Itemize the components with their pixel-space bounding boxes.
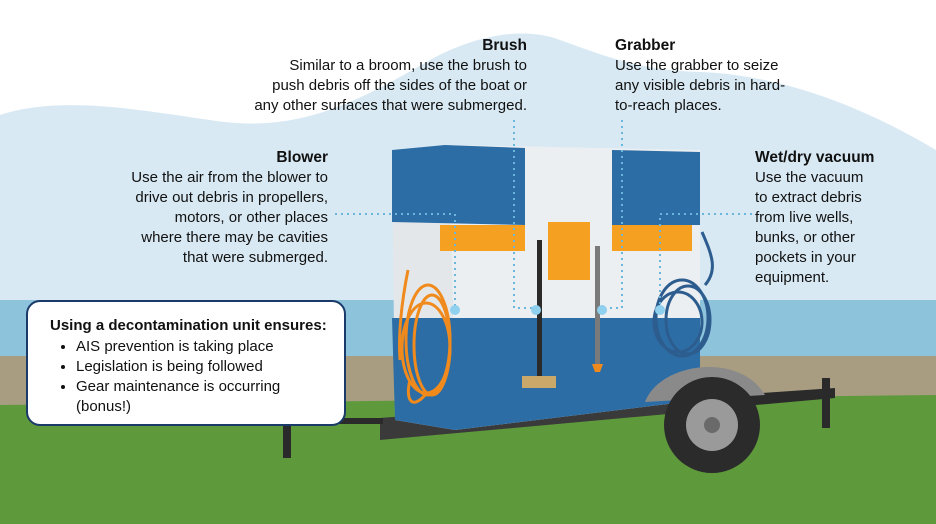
wheel-icon <box>664 377 760 473</box>
callout-vacuum-line: to extract debris <box>755 189 862 206</box>
list-item: Legislation is being followed <box>76 357 330 377</box>
callout-blower-line: drive out debris in propellers, <box>135 189 328 206</box>
dot-brush <box>531 305 541 315</box>
leader-vacuum <box>659 213 752 308</box>
callout-blower-line: where there may be cavities <box>141 229 328 246</box>
leader-brush <box>513 120 536 309</box>
info-box-title: Using a decontamination unit ensures: <box>50 317 327 334</box>
callout-brush-title: Brush <box>482 37 527 54</box>
orange-strip-left <box>440 225 525 251</box>
info-box-list: AIS prevention is taking place Legislati… <box>50 337 330 417</box>
callout-blower-line: Use the air from the blower to <box>131 169 328 186</box>
callout-vacuum-title: Wet/dry vacuum <box>755 149 875 166</box>
callout-brush: Brush Similar to a broom, use the brush … <box>200 36 527 116</box>
orange-strip-right <box>612 225 692 251</box>
callout-blower-title: Blower <box>276 149 328 166</box>
dot-grabber <box>597 305 607 315</box>
dot-blower <box>450 305 460 315</box>
upper-door-left <box>392 145 525 225</box>
list-item: AIS prevention is taking place <box>76 337 330 357</box>
lower-blue-band <box>392 318 700 430</box>
callout-grabber-line: Use the grabber to seize <box>615 57 779 74</box>
callout-blower: Blower Use the air from the blower to dr… <box>90 148 328 268</box>
rear-stand <box>283 418 291 458</box>
callout-vacuum-line: Use the vacuum <box>755 169 864 186</box>
orange-panel-center <box>548 222 590 280</box>
callout-vacuum-line: bunks, or other <box>755 229 856 246</box>
callout-blower-line: motors, or other places <box>174 209 328 226</box>
callout-brush-line: push debris off the sides of the boat or <box>272 77 527 94</box>
callout-grabber-line: any visible debris in hard- <box>615 77 786 94</box>
tongue-jack <box>822 378 830 428</box>
dot-vacuum <box>655 305 665 315</box>
callout-vacuum: Wet/dry vacuum Use the vacuum to extract… <box>755 148 935 288</box>
leader-grabber <box>602 120 623 309</box>
callout-blower-line: that were submerged. <box>182 249 328 266</box>
leader-dots <box>450 305 665 315</box>
callout-vacuum-line: equipment. <box>755 269 830 286</box>
vacuum-hose-icon <box>652 231 714 358</box>
callout-brush-line: Similar to a broom, use the brush to <box>289 57 527 74</box>
callout-grabber-line: to-reach places. <box>615 97 722 114</box>
trailer-icon <box>283 145 835 473</box>
info-box: Using a decontamination unit ensures: AI… <box>26 300 346 426</box>
callout-vacuum-line: pockets in your <box>755 249 856 266</box>
callout-grabber-title: Grabber <box>615 37 676 54</box>
upper-door-right <box>612 150 700 225</box>
hose-icon <box>397 269 452 404</box>
leader-blower <box>335 213 456 308</box>
leader-lines <box>335 120 752 309</box>
callout-vacuum-line: from live wells, <box>755 209 854 226</box>
list-item: Gear maintenance is occurring (bonus!) <box>76 377 330 417</box>
callout-brush-line: any other surfaces that were submerged. <box>254 97 527 114</box>
callout-grabber: Grabber Use the grabber to seize any vis… <box>615 36 830 116</box>
grabber-icon <box>592 246 603 372</box>
